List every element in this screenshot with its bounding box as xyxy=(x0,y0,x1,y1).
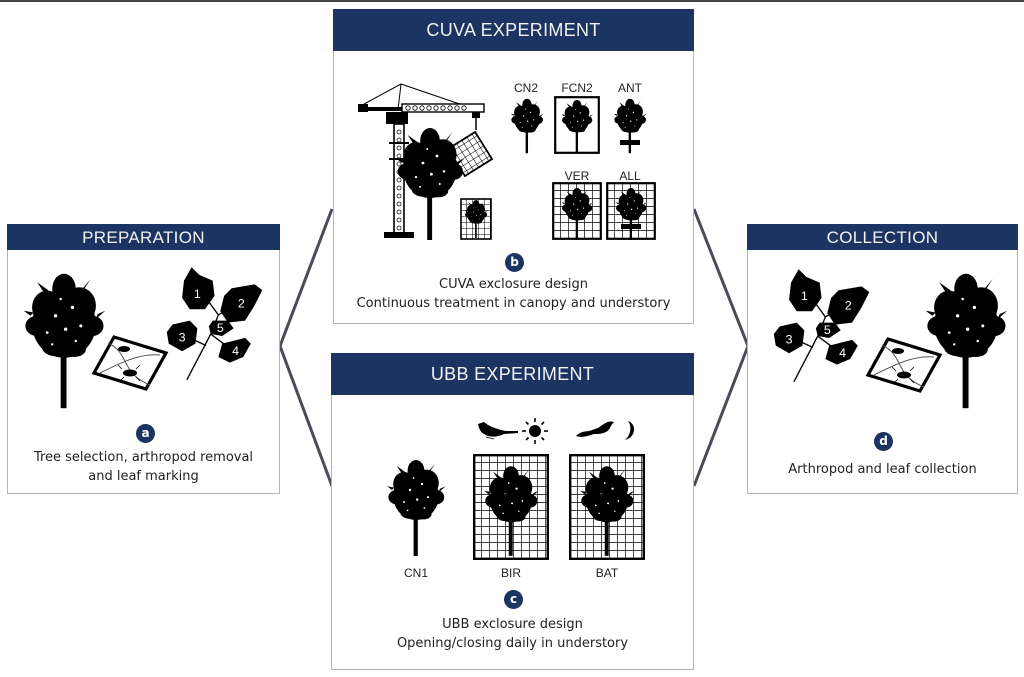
collection-title: COLLECTION xyxy=(826,228,939,247)
collection-caption: Arthropod and leaf collection xyxy=(788,462,977,477)
bird-icon xyxy=(478,422,518,440)
badge-c: c xyxy=(504,590,523,609)
ubb-title: UBB EXPERIMENT xyxy=(430,364,595,384)
treatment-bat-cage-icon xyxy=(569,454,645,560)
treatment-bir-cage-icon xyxy=(473,454,549,560)
cuva-header: CUVA EXPERIMENT xyxy=(333,9,694,51)
numbered-leaves-icon xyxy=(166,267,263,381)
ubb-panel: UBB EXPERIMENT CN1 BIR BAT c UBB exclosu… xyxy=(331,353,694,670)
preparation-panel: PREPARATION a Tree selection, arthropod … xyxy=(7,224,280,494)
treatment-ant-barrier-icon xyxy=(613,98,647,154)
treatment-label-all: ALL xyxy=(619,169,641,183)
treatment-label-bat: BAT xyxy=(595,566,619,580)
treatment-ver-cage-icon xyxy=(552,182,602,240)
moon-icon xyxy=(625,421,635,440)
cuva-caption-line1: CUVA exclosure design xyxy=(439,277,588,292)
badge-b: b xyxy=(505,253,524,272)
preparation-caption-line2: and leaf marking xyxy=(88,469,199,484)
badge-a: a xyxy=(136,424,155,443)
cuva-title: CUVA EXPERIMENT xyxy=(426,20,601,40)
top-border xyxy=(0,0,1024,2)
ubb-caption-line1: UBB exclosure design xyxy=(442,617,583,632)
treatment-fcn2-frame-icon xyxy=(554,96,600,154)
bat-icon xyxy=(576,421,614,437)
badge-d: d xyxy=(874,432,893,451)
collection-header: COLLECTION xyxy=(747,224,1018,250)
treatment-cn2-tree-icon xyxy=(510,98,544,154)
connector-right xyxy=(692,208,750,487)
treatment-all-cage-icon xyxy=(606,182,656,240)
treatment-label-fcn2: FCN2 xyxy=(561,81,593,95)
connector-left xyxy=(278,208,334,487)
treatment-label-ver: VER xyxy=(564,169,590,183)
treatment-cn1-tree-icon xyxy=(387,460,446,556)
preparation-caption-line1: Tree selection, arthropod removal xyxy=(33,450,254,465)
preparation-header: PREPARATION xyxy=(7,224,280,250)
ubb-caption-line2: Opening/closing daily in understory xyxy=(396,636,629,651)
sun-icon xyxy=(522,418,548,444)
crane-icon xyxy=(358,83,485,238)
treatment-label-bir: BIR xyxy=(500,566,521,580)
sticky-trap-icon xyxy=(92,335,168,391)
treatment-label-ant: ANT xyxy=(618,81,642,95)
collection-panel: COLLECTION d Arthropod and leaf collecti… xyxy=(747,224,1018,494)
cuva-panel: CUVA EXPERIMENT xyxy=(333,9,694,324)
treatment-label-cn2: CN2 xyxy=(513,81,538,95)
numbered-leaves-icon xyxy=(773,269,870,383)
cuva-caption-line2: Continuous treatment in canopy and under… xyxy=(356,296,671,311)
preparation-title: PREPARATION xyxy=(82,228,205,247)
treatment-label-cn1: CN1 xyxy=(403,566,428,580)
ubb-header: UBB EXPERIMENT xyxy=(331,353,694,395)
small-net-cage-icon xyxy=(460,198,492,240)
tree-icon xyxy=(396,128,465,240)
tree-icon xyxy=(925,273,1008,409)
